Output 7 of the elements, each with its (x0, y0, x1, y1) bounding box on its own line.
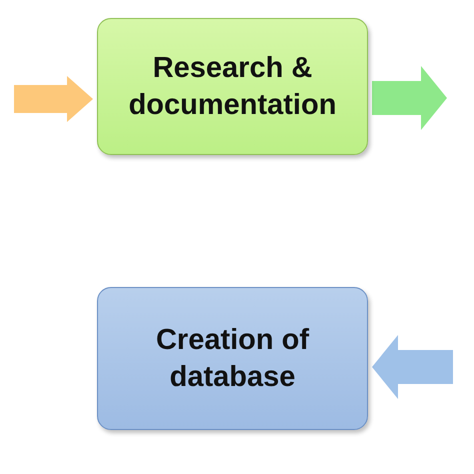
block-arrow (14, 76, 93, 122)
block-arrow (372, 66, 447, 130)
process-box (97, 18, 368, 155)
block-arrow (372, 335, 453, 399)
process-box (97, 287, 368, 430)
box-label: Research & documentation (128, 51, 338, 122)
box-label: Creation of database (154, 323, 310, 394)
